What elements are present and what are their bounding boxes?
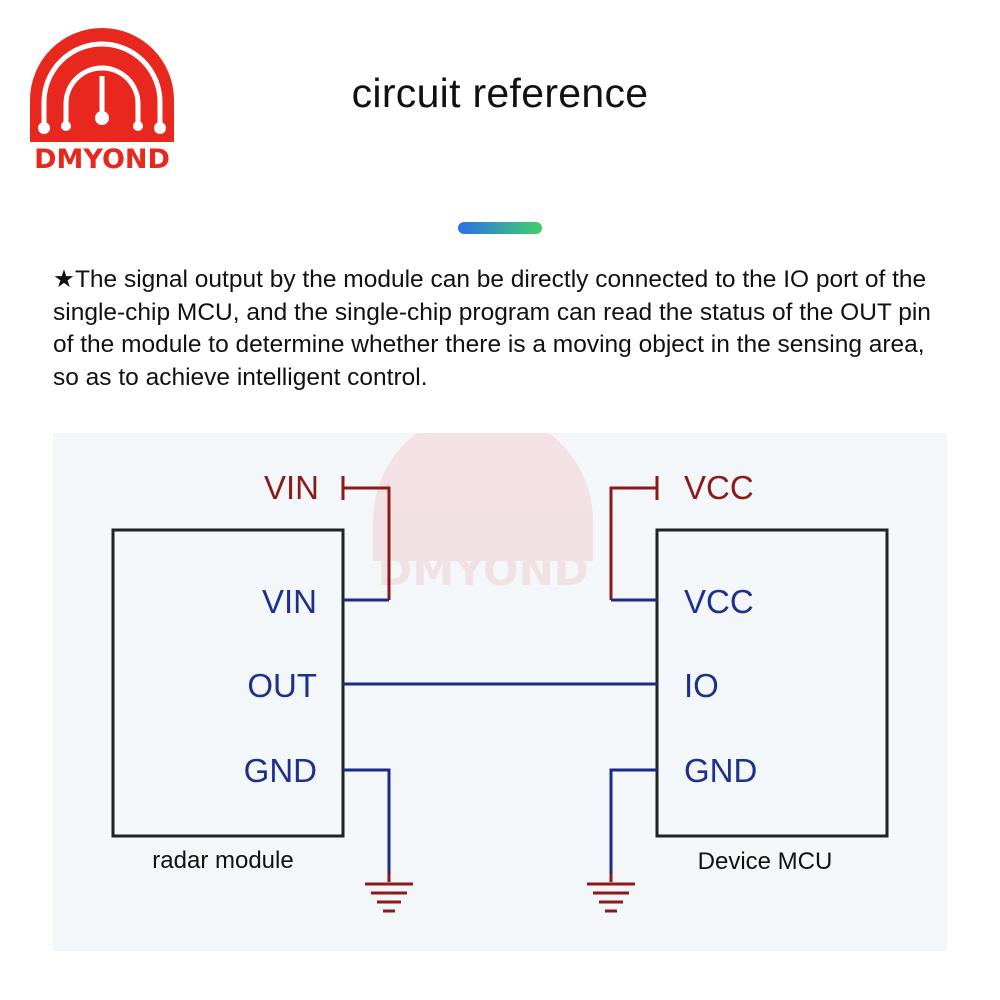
svg-text:DMYOND: DMYOND xyxy=(377,546,588,595)
logo-mark: DMYOND xyxy=(30,28,174,175)
vcc-supply-label: VCC xyxy=(684,469,754,506)
right-gnd-wire xyxy=(609,768,657,874)
watermark-logo: DMYOND xyxy=(373,433,593,595)
left-pin-label: GND xyxy=(244,752,317,789)
right-pin-label: GND xyxy=(684,752,757,789)
left-pin-label: VIN xyxy=(262,583,317,620)
circuit-diagram: DMYOND xyxy=(53,433,947,951)
radar-module-caption: radar module xyxy=(152,847,293,874)
vin-supply-label: VIN xyxy=(264,469,319,506)
brand-logo: DMYOND xyxy=(22,18,182,178)
logo-text: DMYOND xyxy=(34,144,170,175)
left-ground-symbol xyxy=(365,874,413,913)
page-title: circuit reference xyxy=(351,70,649,116)
right-pin-label: VCC xyxy=(684,583,754,620)
accent-divider xyxy=(458,222,542,234)
left-gnd-wire xyxy=(343,768,391,874)
description-text: ★The signal output by the module can be … xyxy=(53,266,931,391)
vcc-supply-symbol xyxy=(609,476,659,600)
right-pin-label: IO xyxy=(684,667,719,704)
vin-supply-symbol xyxy=(341,476,391,600)
device-mcu-caption: Device MCU xyxy=(698,848,833,875)
left-pin-label: OUT xyxy=(247,667,317,704)
right-ground-symbol xyxy=(587,874,635,913)
